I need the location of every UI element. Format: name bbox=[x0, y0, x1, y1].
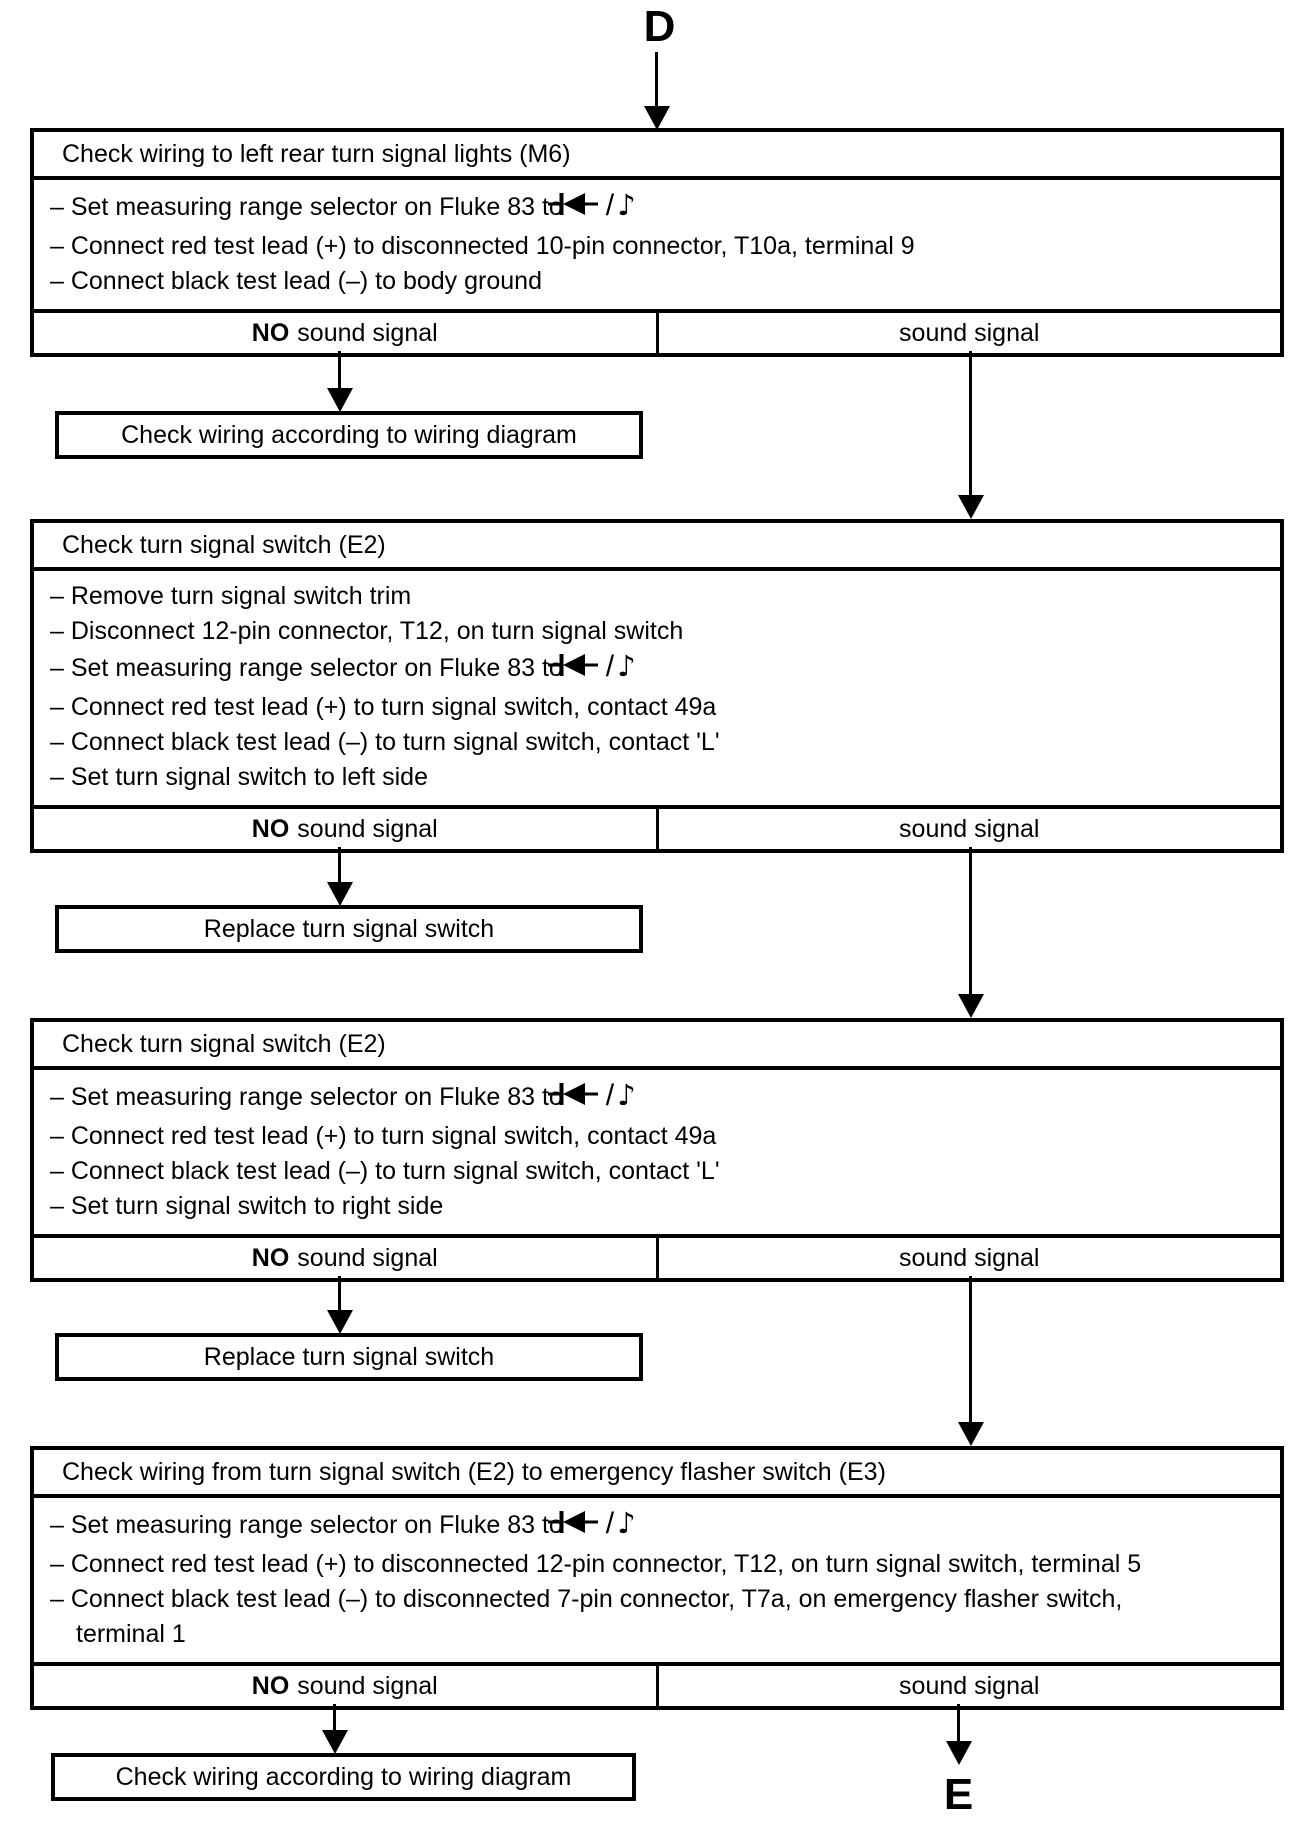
procedure-step-continuation: terminal 1 bbox=[76, 1620, 186, 1648]
sound-signal-cell: sound signal bbox=[899, 1672, 1040, 1700]
outcome-box-1: Check wiring according to wiring diagram bbox=[55, 411, 643, 459]
slash-separator: / bbox=[605, 189, 615, 222]
procedure-step: – Connect red test lead (+) to disconnec… bbox=[50, 1550, 1142, 1578]
process-box-title: Check wiring from turn signal switch (E2… bbox=[34, 1450, 1280, 1498]
sound-signal-cell: sound signal bbox=[899, 1244, 1040, 1272]
entry-label: D bbox=[643, 2, 677, 51]
arrow-down-icon bbox=[958, 994, 984, 1018]
process-box-title: Check wiring to left rear turn signal li… bbox=[34, 132, 1280, 180]
arrow-line bbox=[957, 1704, 960, 1743]
exit-label: E bbox=[943, 1770, 975, 1819]
procedure-step: – Remove turn signal switch trim bbox=[50, 582, 412, 610]
arrow-line bbox=[338, 1276, 341, 1312]
procedure-steps: – Set measuring range selector on Fluke … bbox=[34, 1498, 1280, 1662]
process-box-1: Check wiring to left rear turn signal li… bbox=[30, 128, 1284, 357]
sound-signal-cell: sound signal bbox=[899, 319, 1040, 347]
procedure-step: – Set measuring range selector on Fluke … bbox=[50, 649, 1262, 690]
process-box-2: Check turn signal switch (E2) – Remove t… bbox=[30, 519, 1284, 853]
procedure-step: – Connect red test lead (+) to turn sign… bbox=[50, 1122, 717, 1150]
process-box-3: Check turn signal switch (E2) – Set meas… bbox=[30, 1018, 1284, 1282]
arrow-down-icon bbox=[327, 1310, 353, 1334]
slash-separator: / bbox=[605, 650, 615, 683]
continuity-beeper-icon: ♪ bbox=[617, 649, 636, 683]
arrow-down-icon bbox=[327, 388, 353, 412]
procedure-step: – Set measuring range selector on Fluke … bbox=[50, 188, 1262, 229]
continuity-beeper-icon: ♪ bbox=[617, 1078, 636, 1112]
arrow-down-icon bbox=[958, 495, 984, 519]
diode-test-icon bbox=[547, 650, 600, 690]
procedure-step: – Set measuring range selector on Fluke … bbox=[50, 1506, 1262, 1547]
arrow-line bbox=[333, 1704, 336, 1732]
slash-separator: / bbox=[605, 1507, 615, 1540]
continuity-beeper-icon: ♪ bbox=[617, 1506, 636, 1540]
procedure-step: – Set measuring range selector on Fluke … bbox=[50, 1078, 1262, 1119]
procedure-step: – Connect red test lead (+) to disconnec… bbox=[50, 232, 915, 260]
diode-test-icon bbox=[547, 1507, 600, 1547]
outcome-box-4: Check wiring according to wiring diagram bbox=[51, 1753, 636, 1801]
outcome-box-3: Replace turn signal switch bbox=[55, 1333, 643, 1381]
arrow-down-icon bbox=[644, 106, 670, 130]
arrow-down-icon bbox=[946, 1741, 972, 1765]
procedure-step: – Connect black test lead (–) to turn si… bbox=[50, 728, 720, 756]
procedure-steps: – Set measuring range selector on Fluke … bbox=[34, 180, 1280, 309]
arrow-line bbox=[338, 847, 341, 883]
continuity-beeper-icon: ♪ bbox=[617, 188, 636, 222]
sound-signal-cell: sound signal bbox=[899, 815, 1040, 843]
arrow-line bbox=[969, 351, 972, 497]
slash-separator: / bbox=[605, 1079, 615, 1112]
arrow-line bbox=[338, 351, 341, 389]
arrow-line bbox=[969, 847, 972, 996]
diode-test-icon bbox=[547, 1079, 600, 1119]
process-box-title: Check turn signal switch (E2) bbox=[34, 523, 1280, 571]
procedure-step: – Connect red test lead (+) to turn sign… bbox=[50, 693, 717, 721]
procedure-steps: – Remove turn signal switch trim – Disco… bbox=[34, 571, 1280, 805]
procedure-steps: – Set measuring range selector on Fluke … bbox=[34, 1070, 1280, 1234]
procedure-step: – Connect black test lead (–) to body gr… bbox=[50, 267, 542, 295]
arrow-line bbox=[655, 52, 658, 108]
process-box-4: Check wiring from turn signal switch (E2… bbox=[30, 1446, 1284, 1710]
diode-test-icon bbox=[547, 189, 600, 229]
outcome-box-2: Replace turn signal switch bbox=[55, 905, 643, 953]
procedure-step: – Connect black test lead (–) to turn si… bbox=[50, 1157, 720, 1185]
arrow-down-icon bbox=[322, 1730, 348, 1754]
arrow-down-icon bbox=[958, 1422, 984, 1446]
process-box-title: Check turn signal switch (E2) bbox=[34, 1022, 1280, 1070]
procedure-step: – Disconnect 12-pin connector, T12, on t… bbox=[50, 617, 684, 645]
arrow-line bbox=[969, 1276, 972, 1424]
procedure-step: – Set turn signal switch to left side bbox=[50, 763, 428, 791]
procedure-step: – Set turn signal switch to right side bbox=[50, 1192, 444, 1220]
procedure-step: – Connect black test lead (–) to disconn… bbox=[50, 1582, 1262, 1652]
arrow-down-icon bbox=[327, 882, 353, 906]
